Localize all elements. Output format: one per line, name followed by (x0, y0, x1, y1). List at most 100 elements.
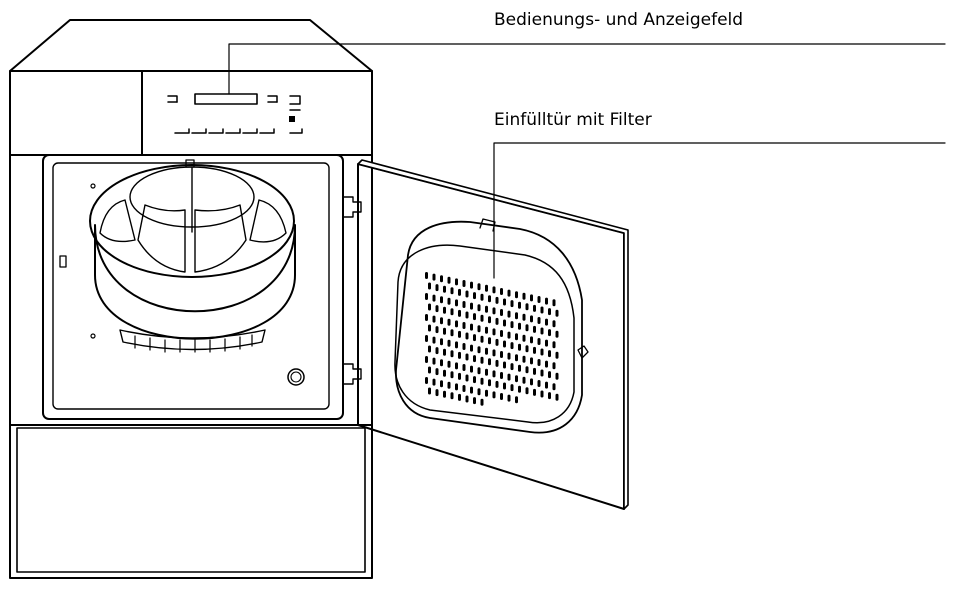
control-panel-fascia (9, 70, 373, 156)
indicator-square (289, 116, 295, 122)
filter-hole (533, 325, 536, 333)
filter-hole (470, 344, 473, 352)
door-opening-inner (52, 162, 330, 410)
filter-hole (425, 356, 428, 363)
filter-hole (525, 366, 529, 374)
open-door (342, 159, 629, 510)
filter-hole (455, 383, 458, 391)
filter-hole (440, 338, 443, 346)
filter-hole (537, 338, 541, 345)
dryer-top-lid (9, 19, 373, 72)
filter-hole (533, 304, 536, 312)
filter-hole (458, 393, 461, 401)
filter-hole (548, 308, 551, 316)
filter-hole (443, 306, 446, 314)
filter-hole (447, 297, 451, 305)
filter-hole (510, 363, 514, 371)
filter-hole (428, 282, 431, 290)
filter-hole (540, 306, 544, 314)
filter-hole (440, 380, 443, 388)
filter-hole (455, 320, 458, 328)
filter-hole (525, 387, 529, 395)
filter-hole (470, 386, 473, 394)
door-latch-catch (59, 255, 67, 268)
filter-hole (503, 340, 506, 348)
filter-hole (477, 367, 481, 375)
filter-hole (537, 317, 541, 324)
filter-hole (432, 273, 436, 281)
filter-hole (500, 351, 503, 358)
filter-hole (455, 341, 458, 349)
filter-hole (533, 388, 536, 396)
filter-hole (480, 377, 484, 385)
filter-hole (428, 303, 431, 311)
filter-hole (447, 381, 451, 389)
filter-hole (507, 352, 511, 360)
filter-hole (425, 335, 428, 342)
filter-hole (473, 292, 476, 300)
filter-hole (522, 292, 526, 300)
filter-hole (480, 335, 484, 343)
filter-hole (447, 339, 451, 347)
filter-hole (440, 317, 443, 325)
filter-hole (530, 357, 533, 365)
filter-hole (507, 289, 511, 297)
plinth-panel (16, 427, 366, 573)
filter-hole (545, 339, 548, 347)
filter-hole (428, 387, 431, 395)
filter-hole (503, 298, 506, 306)
leader-line-control-panel (228, 43, 946, 95)
mounting-hole (90, 333, 96, 339)
filter-hole (518, 301, 521, 309)
filter-hole (510, 342, 514, 350)
filter-hole (525, 303, 529, 311)
filter-hole (470, 302, 473, 310)
filter-hole (480, 314, 484, 322)
filter-hole (465, 290, 469, 298)
filter-hole (465, 353, 469, 361)
filter-hole (485, 326, 488, 334)
filter-hole (432, 378, 436, 386)
filter-hole (507, 373, 511, 381)
filter-hole (492, 349, 496, 357)
filter-hole (435, 305, 439, 313)
filter-hole (473, 355, 476, 363)
filter-hole (428, 366, 431, 374)
filter-hole (488, 379, 491, 387)
filter-hole (518, 364, 521, 372)
filter-hole (507, 394, 511, 402)
filter-hole (533, 346, 536, 354)
filter-hole (450, 308, 454, 316)
drum (89, 159, 296, 353)
filter-hole (492, 391, 496, 399)
filter-hole (477, 283, 481, 291)
filter-hole (462, 322, 466, 329)
filter-hole (435, 347, 439, 355)
filter-hole (447, 276, 451, 284)
filter-hole (510, 300, 514, 308)
filter-hole (518, 343, 521, 351)
door-opening-frame (42, 154, 344, 420)
filter-hole (455, 299, 458, 307)
filter-hole (552, 362, 556, 370)
filter-hole (473, 376, 476, 384)
filter-hole (443, 390, 446, 398)
filter-hole (500, 372, 503, 379)
filter-hole (503, 319, 506, 327)
filter-hole (525, 345, 529, 353)
filter-hole (473, 334, 476, 342)
filter-hole (518, 385, 521, 393)
filter-hole (530, 336, 533, 344)
filter-hole (555, 330, 559, 338)
filter-hole (555, 309, 559, 317)
filter-hole (450, 287, 454, 295)
filter-hole (503, 382, 506, 390)
filter-hole (540, 369, 544, 377)
control-buttons (167, 95, 303, 134)
sensor-knob (287, 368, 305, 386)
filter-hole (432, 294, 436, 302)
filter-hole (458, 309, 461, 317)
filter-hole (488, 316, 491, 324)
filter-hole (450, 350, 454, 358)
filter-hole (530, 315, 533, 323)
